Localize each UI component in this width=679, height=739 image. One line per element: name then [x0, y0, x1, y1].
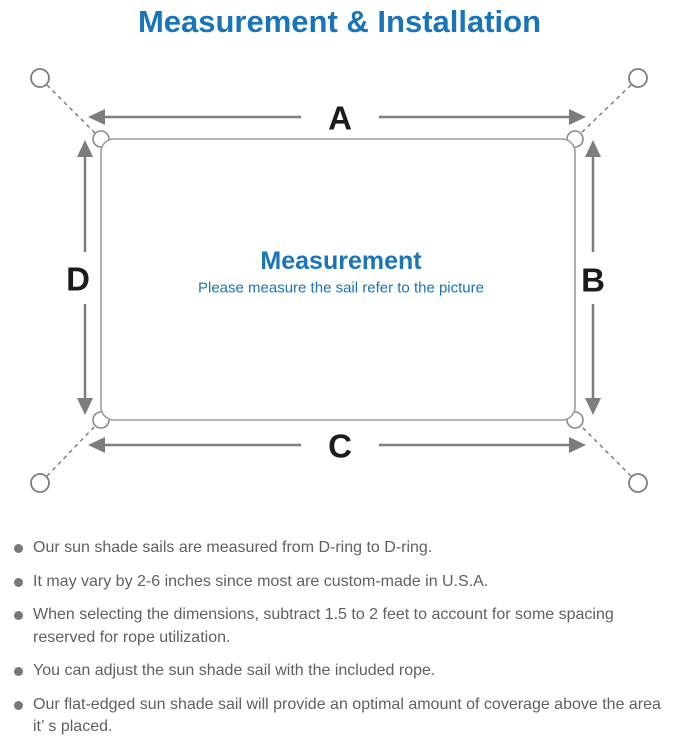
list-item: You can adjust the sun shade sail with t…	[14, 660, 661, 683]
bullet-icon	[14, 544, 23, 553]
bullet-icon	[14, 667, 23, 676]
dimension-a-arrowheads	[88, 109, 586, 125]
arrowhead-left	[88, 109, 105, 125]
arrowhead-up	[585, 140, 601, 157]
diagram-center-title: Measurement	[260, 247, 422, 275]
anchor-ring-top-left	[30, 68, 50, 88]
note-text: Our flat-edged sun shade sail will provi…	[33, 695, 661, 736]
note-text: You can adjust the sun shade sail with t…	[33, 662, 436, 679]
bullet-icon	[14, 611, 23, 620]
note-text: Our sun shade sails are measured from D-…	[33, 539, 433, 556]
diagram-center-subtitle: Please measure the sail refer to the pic…	[198, 280, 484, 297]
list-item: Our flat-edged sun shade sail will provi…	[14, 694, 661, 739]
arrowhead-down	[77, 398, 93, 415]
dashed-line-bottom-right	[579, 424, 632, 477]
measurement-diagram: A B C D Measurement Please measure the s…	[30, 68, 648, 493]
dimension-label-b: B	[581, 262, 605, 299]
note-text: It may vary by 2-6 inches since most are…	[33, 572, 489, 590]
anchor-ring-bottom-right	[628, 473, 648, 493]
bullet-icon	[14, 577, 23, 587]
dimension-label-d: D	[66, 261, 90, 298]
dashed-line-top-right	[579, 84, 632, 135]
anchor-ring-top-right	[628, 68, 648, 88]
guy-lines	[46, 84, 632, 477]
note-text: When selecting the dimensions, subtract …	[33, 606, 614, 646]
anchor-ring-bottom-left	[30, 473, 50, 493]
dashed-line-bottom-left	[46, 424, 97, 477]
page-title: Measurement & Installation	[137, 4, 542, 39]
arrowhead-left	[88, 437, 105, 453]
dimension-c-arrowheads	[88, 437, 586, 453]
bullet-icon	[14, 700, 23, 710]
arrowhead-right	[569, 437, 586, 453]
list-item: When selecting the dimensions, subtract …	[14, 604, 661, 649]
notes-list: Our sun shade sails are measured from D-…	[0, 515, 679, 739]
dimension-b-arrowheads	[585, 140, 601, 415]
sail-rectangle	[100, 138, 576, 421]
list-item: Our sun shade sails are measured from D-…	[14, 537, 661, 560]
anchor-rings	[30, 68, 648, 493]
arrowhead-up	[77, 140, 93, 157]
arrowhead-right	[569, 109, 586, 125]
list-item: It may vary by 2-6 inches since most are…	[14, 571, 661, 594]
arrowhead-down	[585, 398, 601, 415]
dimension-label-a: A	[328, 100, 352, 137]
dimension-d-arrowheads	[77, 140, 93, 415]
dimension-label-c: C	[328, 428, 352, 465]
dashed-line-top-left	[46, 84, 97, 135]
